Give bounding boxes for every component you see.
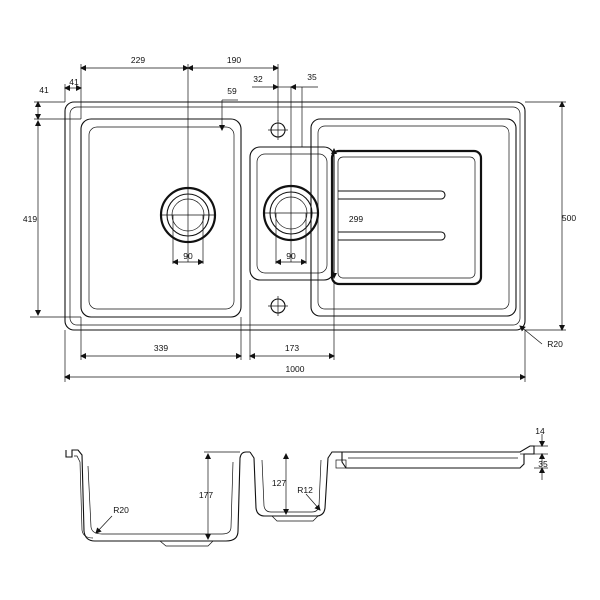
- section-drainer: [341, 445, 535, 469]
- drainer-rib-upper: [338, 190, 446, 200]
- dim-299: 299: [349, 214, 363, 224]
- dim-1000: 1000: [286, 364, 305, 374]
- dim-r20-section: R20: [113, 505, 129, 515]
- dim-90-small: 90: [286, 251, 296, 261]
- dim-127: 127: [272, 478, 286, 488]
- dim-339: 339: [154, 343, 168, 353]
- sink-outline: [64, 101, 526, 331]
- dim-35-section: 35: [538, 459, 548, 469]
- small-bowl-inner: [256, 153, 328, 274]
- dim-r12: R12: [297, 485, 313, 495]
- sink-rim-inner: [69, 106, 521, 326]
- dim-500: 500: [562, 213, 576, 223]
- dim-32: 32: [253, 74, 263, 84]
- dim-35: 35: [307, 72, 317, 82]
- dim-419: 419: [23, 214, 37, 224]
- dim-229: 229: [131, 55, 145, 65]
- plan-view: 229 190 32 35 41 41 59 419 500 299: [23, 55, 576, 382]
- section-large-bowl: [65, 449, 250, 542]
- tap-hole-bottom: [268, 296, 288, 316]
- large-bowl-inner: [88, 126, 235, 310]
- section-small-bowl: [249, 451, 342, 517]
- dim-14: 14: [535, 426, 545, 436]
- dim-59: 59: [227, 86, 237, 96]
- dim-190: 190: [227, 55, 241, 65]
- section-view: 14 35 177 127 R12 R20: [65, 426, 548, 547]
- dim-41-left: 41: [39, 85, 49, 95]
- drainer-rib-lower: [338, 231, 446, 241]
- drainer-outer: [310, 118, 517, 317]
- dim-r20-corner: R20: [547, 339, 563, 349]
- dim-41-top: 41: [69, 77, 79, 87]
- dim-90-large: 90: [183, 251, 193, 261]
- tap-hole-top: [268, 120, 288, 140]
- drainer-groove-inner: [337, 156, 476, 279]
- dim-177: 177: [199, 490, 213, 500]
- large-bowl-outer: [80, 118, 242, 318]
- drainer-inner: [317, 125, 510, 310]
- dim-173: 173: [285, 343, 299, 353]
